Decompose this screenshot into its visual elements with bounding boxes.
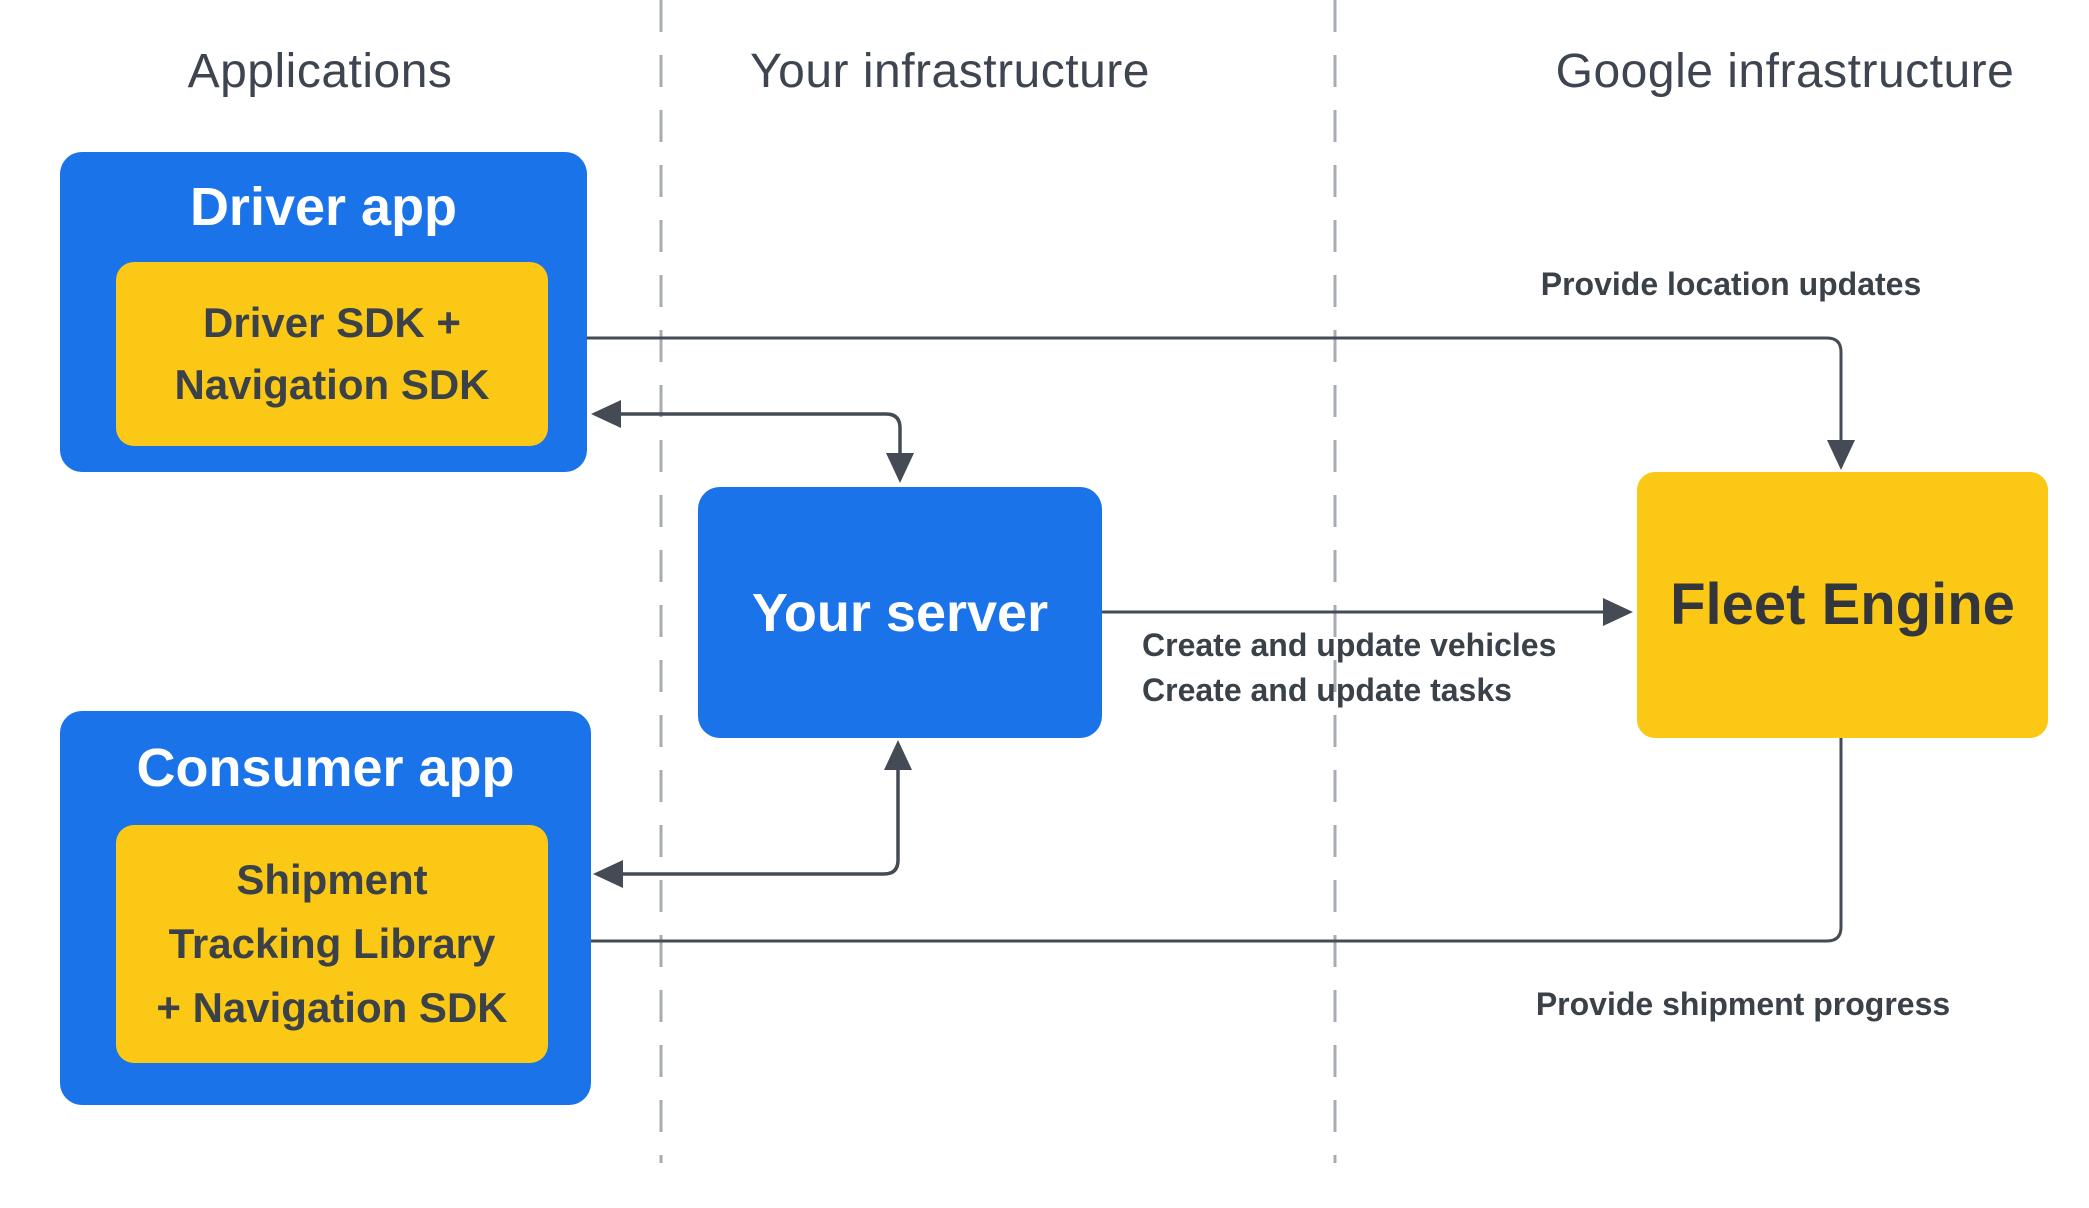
- arrowhead-left-into-consumer-app: [593, 860, 623, 888]
- arrowhead-right-into-fleet-engine: [1603, 598, 1633, 626]
- fleet-engine-title: Fleet Engine: [1670, 572, 2015, 637]
- node-fleet-engine: Fleet Engine: [1637, 472, 2048, 738]
- node-shipment-tracking-library: Shipment Tracking Library + Navigation S…: [116, 825, 548, 1063]
- node-consumer-app: Consumer app Shipment Tracking Library +…: [60, 711, 591, 1105]
- column-header-applications: Applications: [187, 45, 453, 98]
- arrow-your-server-consumer-app: [597, 744, 900, 876]
- shipment-tracking-label: Shipment Tracking Library + Navigation S…: [156, 856, 508, 1031]
- driver-sdk-label: Driver SDK + Navigation SDK: [174, 299, 490, 408]
- column-header-google-infrastructure: Google infrastructure: [1555, 45, 2015, 98]
- your-server-title: Your server: [751, 582, 1049, 643]
- arrowhead-up-into-your-server-bottom: [884, 740, 912, 770]
- edge-label-provide-shipment-progress: Provide shipment progress: [1535, 986, 1951, 1022]
- column-header-your-infrastructure: Your infrastructure: [750, 45, 1150, 98]
- arrow-driver-app-your-server: [595, 412, 902, 479]
- arrowhead-down-into-your-server-top: [886, 453, 914, 483]
- consumer-app-title: Consumer app: [136, 738, 515, 798]
- arrowhead-down-into-fleet-engine: [1827, 440, 1855, 470]
- node-driver-app: Driver app Driver SDK + Navigation SDK: [60, 152, 587, 472]
- arrow-provide-shipment-progress: [556, 738, 1843, 943]
- arrow-provide-location-updates: [556, 336, 1843, 466]
- node-driver-sdk-navigation-sdk: Driver SDK + Navigation SDK: [116, 262, 548, 446]
- driver-app-title: Driver app: [189, 177, 458, 237]
- edge-label-create-and-update: Create and update vehicles Create and up…: [1142, 627, 1557, 708]
- edge-label-provide-location-updates: Provide location updates: [1540, 266, 1922, 302]
- arrowhead-left-into-driver-app: [591, 400, 621, 428]
- node-your-server: Your server: [698, 487, 1102, 738]
